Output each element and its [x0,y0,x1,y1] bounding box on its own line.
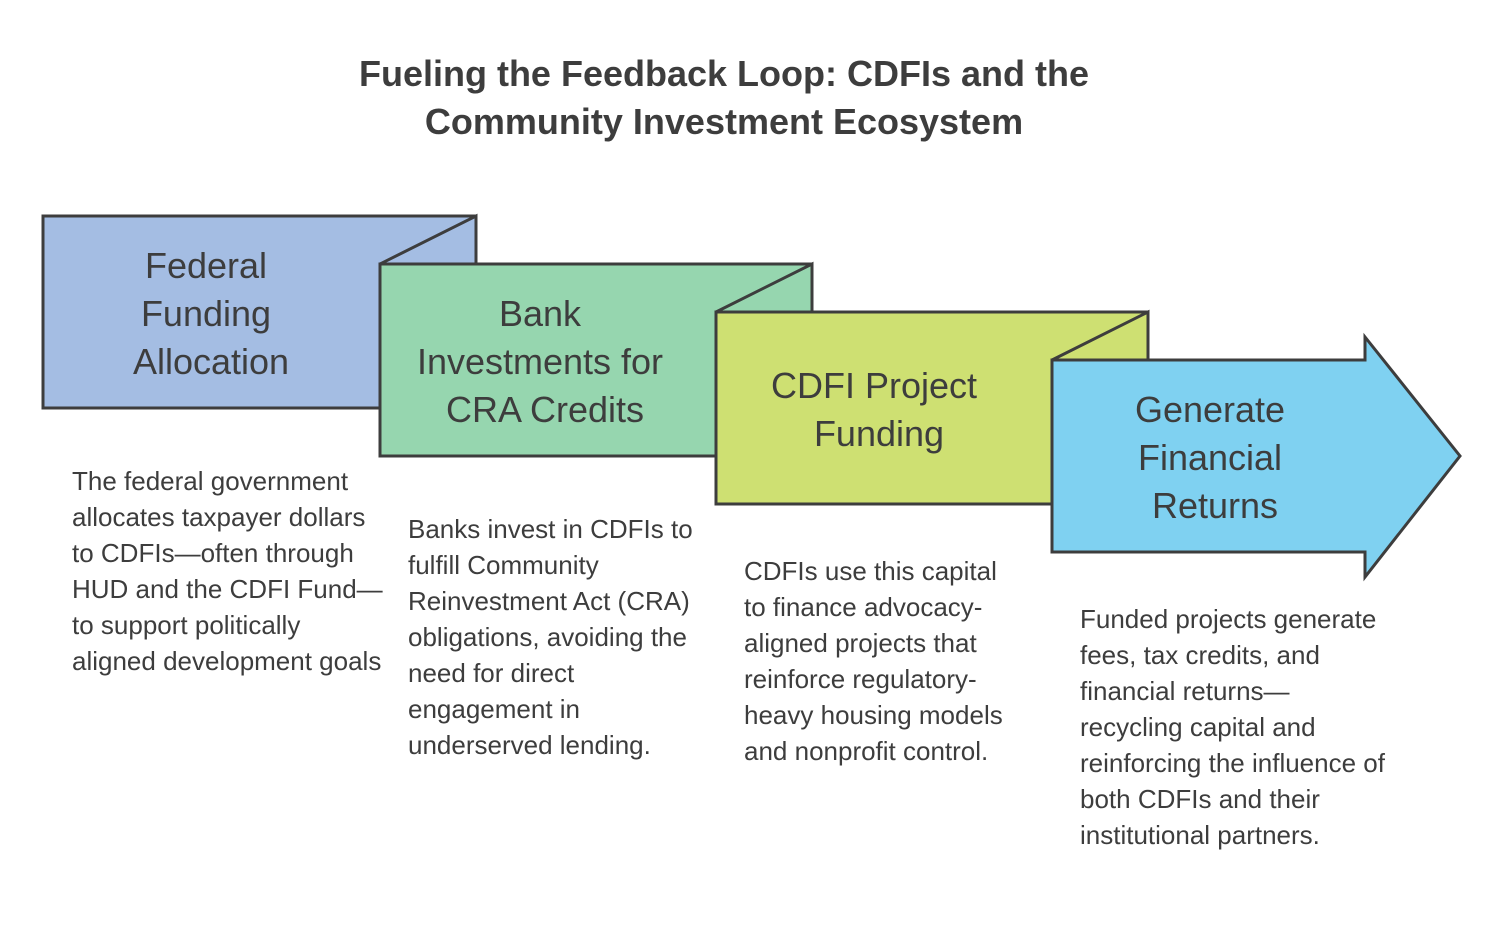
step-bank-investments [378,213,814,458]
step-generate-financial-returns [1050,309,1462,582]
step-1-description: The federal government allocates taxpaye… [72,466,383,676]
step-3-label: CDFI Project Funding [771,365,987,454]
step-4-description: Funded projects generate fees, tax credi… [1080,604,1385,850]
step-4-label: Generate Financial Returns [1135,389,1295,526]
step-3-description: CDFIs use this capital to finance advoca… [744,556,1003,766]
step-2-label: Bank Investments for CRA Credits [417,293,673,430]
step-1-label: Federal Funding Allocation [133,245,289,382]
title-line-2: Community Investment Ecosystem [424,101,1024,142]
step-2-description: Banks invest in CDFIs to fulfill Communi… [408,514,693,760]
title-line-1: Fueling the Feedback Loop: CDFIs and the [358,53,1090,94]
diagram-title: Fueling the Feedback Loop: CDFIs and the… [0,50,1448,146]
step-4-arrow [1050,332,1462,582]
